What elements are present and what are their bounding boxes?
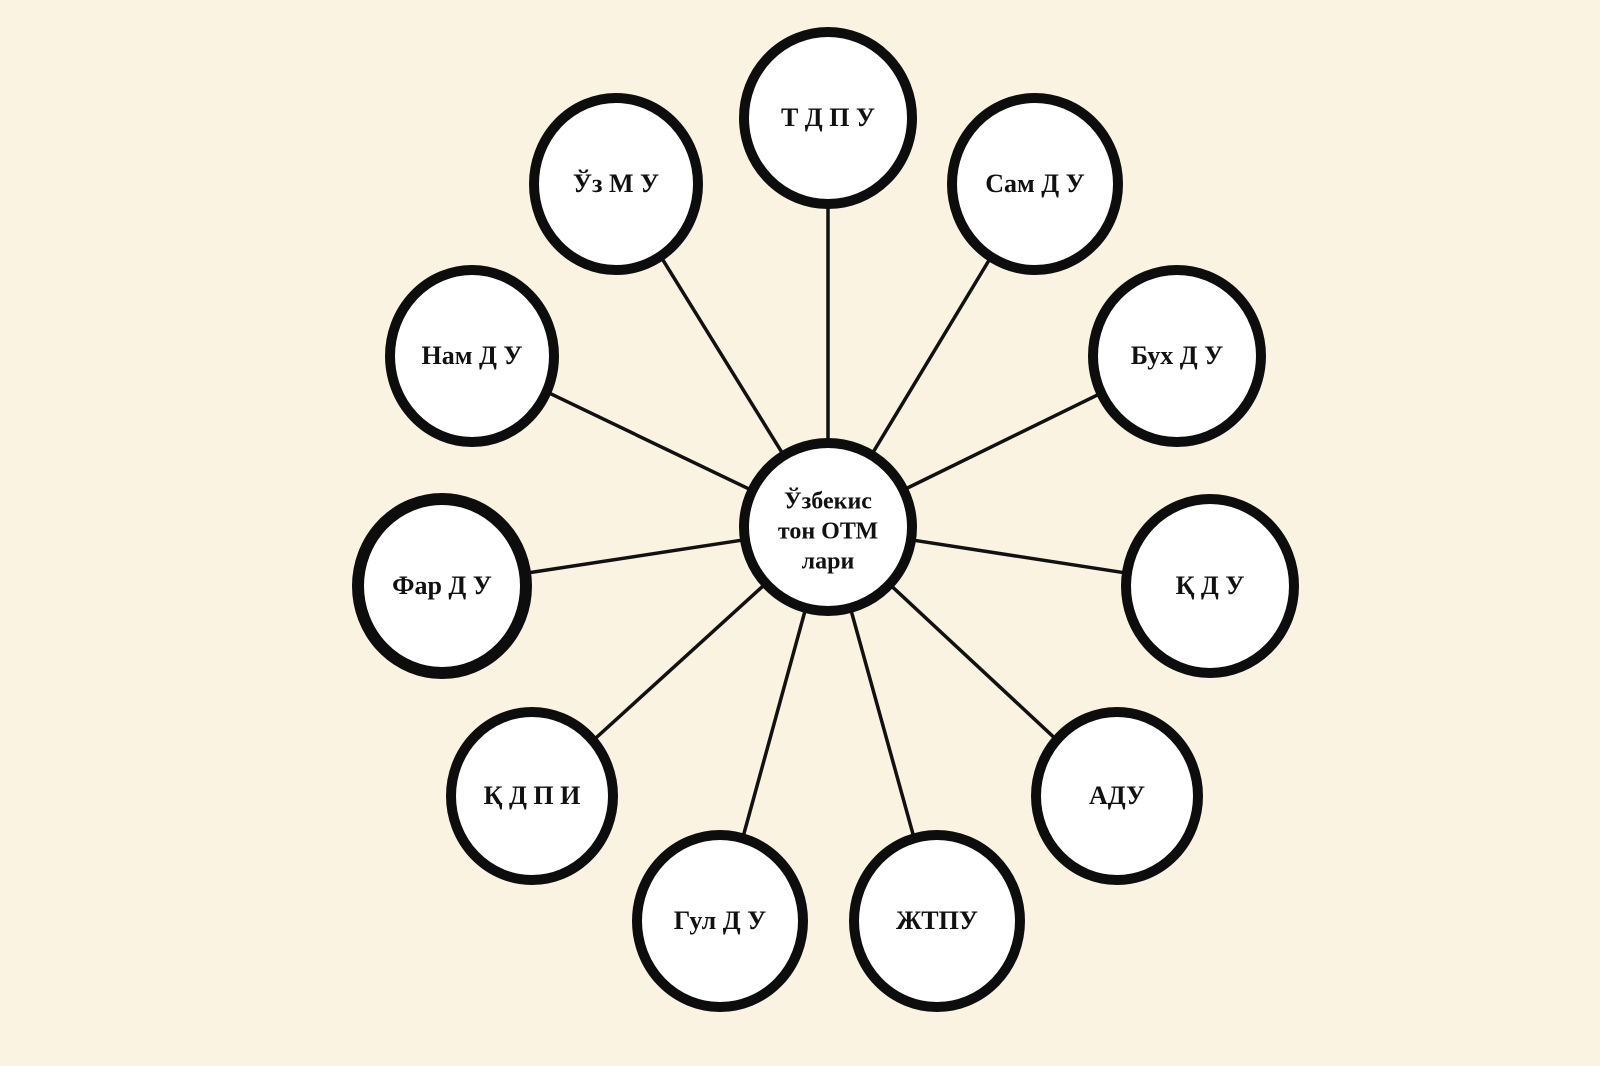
connector-line-uzmu bbox=[659, 256, 786, 457]
connector-line-qdpi bbox=[593, 582, 767, 741]
node-jtpu: ЖТПУ bbox=[849, 830, 1025, 1012]
connector-lines bbox=[527, 204, 1125, 839]
node-guldu: Гул Д У bbox=[632, 830, 808, 1012]
connector-line-qdu bbox=[910, 538, 1125, 575]
node-label-tdpu: Т Д П У bbox=[781, 103, 875, 132]
node-label-qdpi: Қ Д П И bbox=[484, 781, 581, 810]
node-qdpi: Қ Д П И bbox=[446, 707, 618, 885]
connector-line-buxdu bbox=[902, 392, 1101, 492]
connector-line-namdu bbox=[548, 391, 754, 493]
node-circle-uzmu bbox=[529, 93, 703, 275]
node-label-buxdu: Бух Д У bbox=[1131, 341, 1224, 370]
node-uzmu: Ўз М У bbox=[529, 93, 703, 275]
node-circle-samdu bbox=[947, 93, 1123, 275]
connector-line-jtpu bbox=[848, 607, 916, 839]
connector-line-adu bbox=[888, 582, 1057, 741]
node-adu: АДУ bbox=[1031, 707, 1203, 885]
center-label-line-2: тон ОТМ bbox=[778, 519, 878, 545]
node-circle-fardu bbox=[352, 493, 532, 679]
node-label-samdu: Сам Д У bbox=[985, 169, 1084, 198]
connector-line-samdu bbox=[869, 256, 993, 457]
node-circle-qdpi bbox=[446, 707, 618, 885]
node-label-qdu: Қ Д У bbox=[1176, 571, 1245, 600]
outer-nodes: Т Д П У Сам Д У Бух Д У Қ Д У АДУ ЖТПУ Гул Д У… bbox=[352, 27, 1299, 1012]
center-circle bbox=[739, 438, 917, 616]
node-namdu: Нам Д У bbox=[385, 265, 559, 447]
node-label-jtpu: ЖТПУ bbox=[896, 906, 978, 935]
node-circle-qdu bbox=[1121, 494, 1299, 678]
node-circle-guldu bbox=[632, 830, 808, 1012]
node-circle-adu bbox=[1031, 707, 1203, 885]
node-label-guldu: Гул Д У bbox=[674, 906, 766, 935]
node-fardu: Фар Д У bbox=[352, 493, 532, 679]
center-node: Ўзбекис тон ОТМ лари bbox=[739, 438, 917, 616]
node-label-uzmu: Ўз М У bbox=[573, 169, 659, 198]
connector-line-guldu bbox=[741, 607, 808, 839]
node-circle-buxdu bbox=[1088, 265, 1266, 447]
center-label-line-1: Ўзбекис bbox=[784, 489, 872, 515]
node-buxdu: Бух Д У bbox=[1088, 265, 1266, 447]
node-tdpu: Т Д П У bbox=[739, 27, 917, 209]
node-label-namdu: Нам Д У bbox=[422, 341, 523, 370]
node-label-fardu: Фар Д У bbox=[392, 571, 492, 600]
node-label-adu: АДУ bbox=[1089, 781, 1145, 810]
node-circle-namdu bbox=[385, 265, 559, 447]
node-circle-jtpu bbox=[849, 830, 1025, 1012]
connector-line-fardu bbox=[527, 537, 746, 575]
node-samdu: Сам Д У bbox=[947, 93, 1123, 275]
center-label-line-3: лари bbox=[802, 549, 855, 575]
node-circle-tdpu bbox=[739, 27, 917, 209]
node-qdu: Қ Д У bbox=[1121, 494, 1299, 678]
